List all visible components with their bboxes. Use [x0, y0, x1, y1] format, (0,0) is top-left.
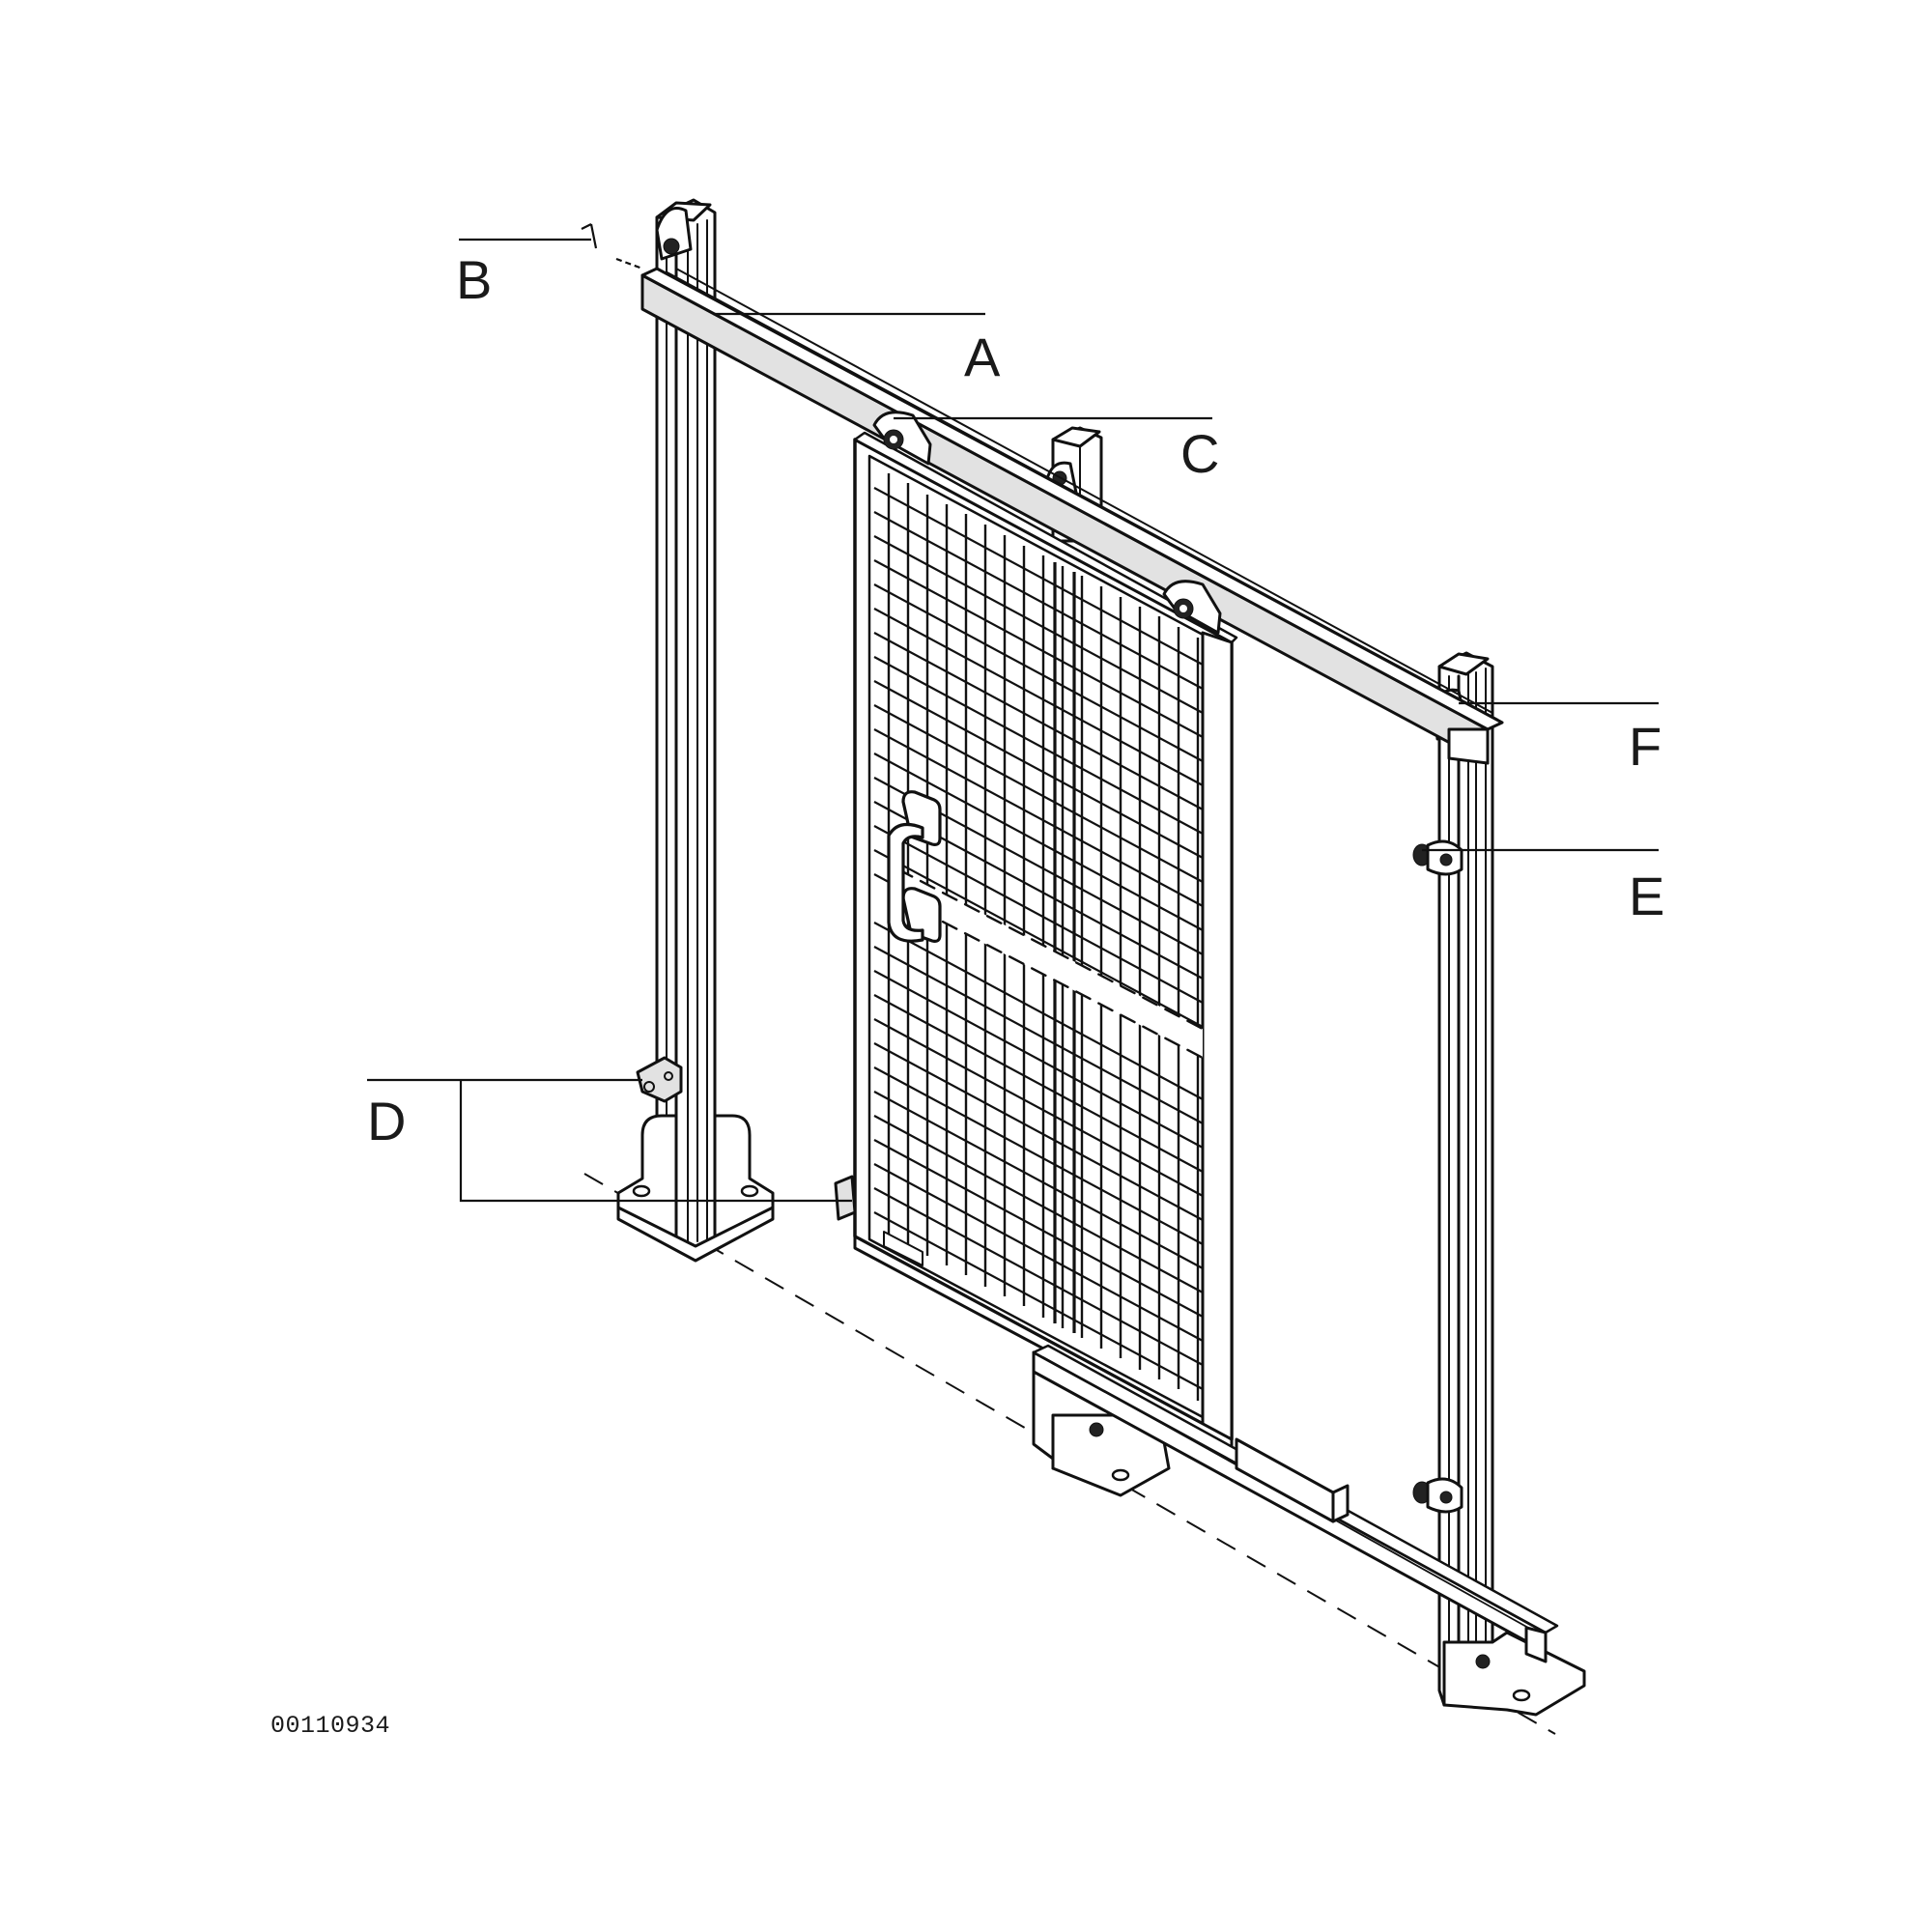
roller-carriage-left	[872, 411, 932, 466]
door-stop-upper	[1412, 839, 1463, 876]
leader-d-lower	[459, 1080, 852, 1203]
left-post	[655, 198, 717, 1248]
callout-a: A	[964, 327, 1001, 387]
callout-f: F	[1629, 716, 1662, 777]
door-floor-guide-bracket	[834, 1175, 857, 1221]
callout-b: B	[456, 249, 493, 310]
left-post-foot	[616, 1114, 775, 1263]
right-post-foot	[1442, 1631, 1586, 1717]
roller-carriage-right	[1162, 580, 1222, 635]
sliding-door-panel	[853, 431, 1238, 1451]
door-handle	[887, 790, 942, 943]
left-floor-guide-bracket	[636, 1056, 683, 1103]
b-fastener-outline	[581, 223, 598, 249]
b-insert-arrow	[615, 257, 643, 270]
callout-d: D	[367, 1091, 407, 1151]
document-number: 00110934	[270, 1712, 391, 1740]
lower-guide-rail	[1032, 1344, 1559, 1663]
door-stop-lower	[1412, 1477, 1463, 1514]
mesh-horizontal-wires	[873, 487, 1204, 1390]
callout-c: C	[1180, 423, 1220, 484]
upper-guide-rail	[640, 267, 1504, 765]
callout-e: E	[1629, 866, 1665, 926]
leader-lines	[367, 223, 1659, 1203]
right-post	[1433, 651, 1494, 1707]
hidden-crossbar	[896, 867, 1205, 1060]
